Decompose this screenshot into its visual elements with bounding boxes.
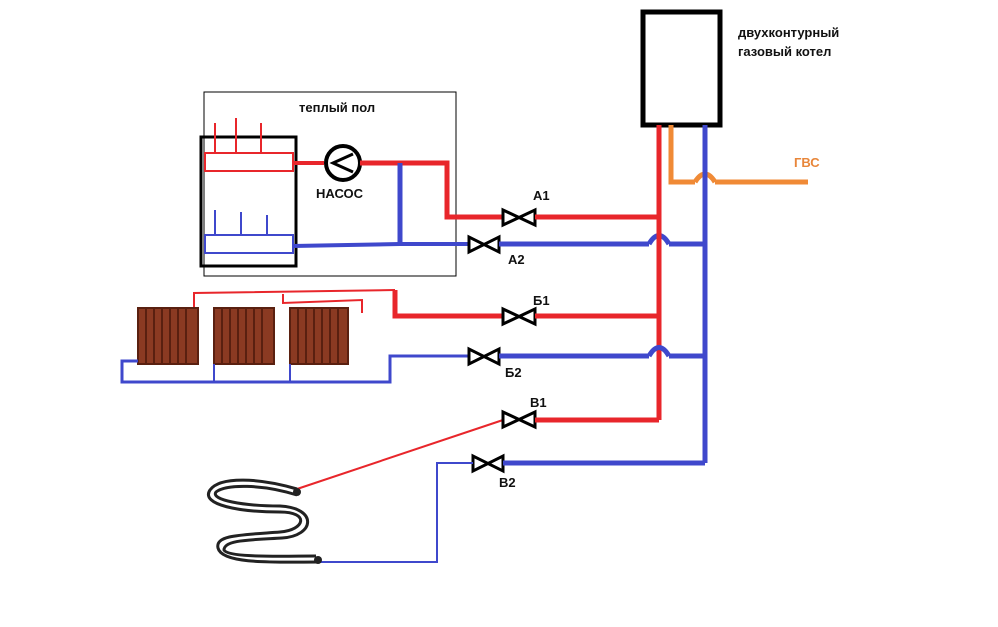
radiator-supply-pipe (392, 290, 503, 319)
valve-b1-icon (501, 306, 537, 327)
valve-v2-icon (471, 453, 505, 474)
boiler-label-line1: двухконтурный (738, 25, 839, 40)
pump-label: НАСОС (316, 186, 364, 201)
radiator-3 (289, 307, 349, 365)
valve-a2-icon (467, 234, 501, 255)
towel-rail (207, 478, 321, 564)
manifold-cabinet (199, 135, 298, 268)
valve-v2-label: В2 (499, 475, 516, 490)
towel-rail-top-fitting (293, 488, 301, 496)
floor-heating-frame (203, 91, 457, 277)
return-manifold (204, 234, 294, 254)
floor-supply-pipe (360, 160, 503, 220)
radiator-2 (213, 307, 275, 365)
pump-arrow-icon (329, 152, 354, 174)
towel-rail-supply-pipe (296, 419, 504, 490)
radiator-return-loop (120, 354, 469, 384)
boiler-box (640, 9, 723, 128)
hot-water-label: ГВС (794, 155, 820, 170)
supply-manifold (204, 152, 294, 172)
valve-b2-label: Б2 (505, 365, 522, 380)
hot-water-pipe (668, 125, 695, 185)
towel-rail-return-pipe (320, 462, 473, 563)
valve-b1-label: Б1 (533, 293, 550, 308)
valve-v1-icon (501, 409, 537, 430)
valve-b2-icon (467, 346, 501, 367)
radiator-supply-top (193, 289, 396, 313)
valve-a1-icon (501, 207, 537, 228)
radiator-1 (137, 307, 199, 365)
radiator-supply-branch (282, 294, 363, 313)
boiler-label-line2: газовый котел (738, 44, 831, 59)
valve-v1-label: В1 (530, 395, 547, 410)
floor-heating-label: теплый пол (299, 100, 375, 115)
valve-a2-label: А2 (508, 252, 525, 267)
floor-return-pipe (292, 242, 469, 248)
valve-a1-label: А1 (533, 188, 550, 203)
towel-rail-bottom-fitting (314, 556, 322, 564)
b2-return-bridge (646, 345, 672, 358)
